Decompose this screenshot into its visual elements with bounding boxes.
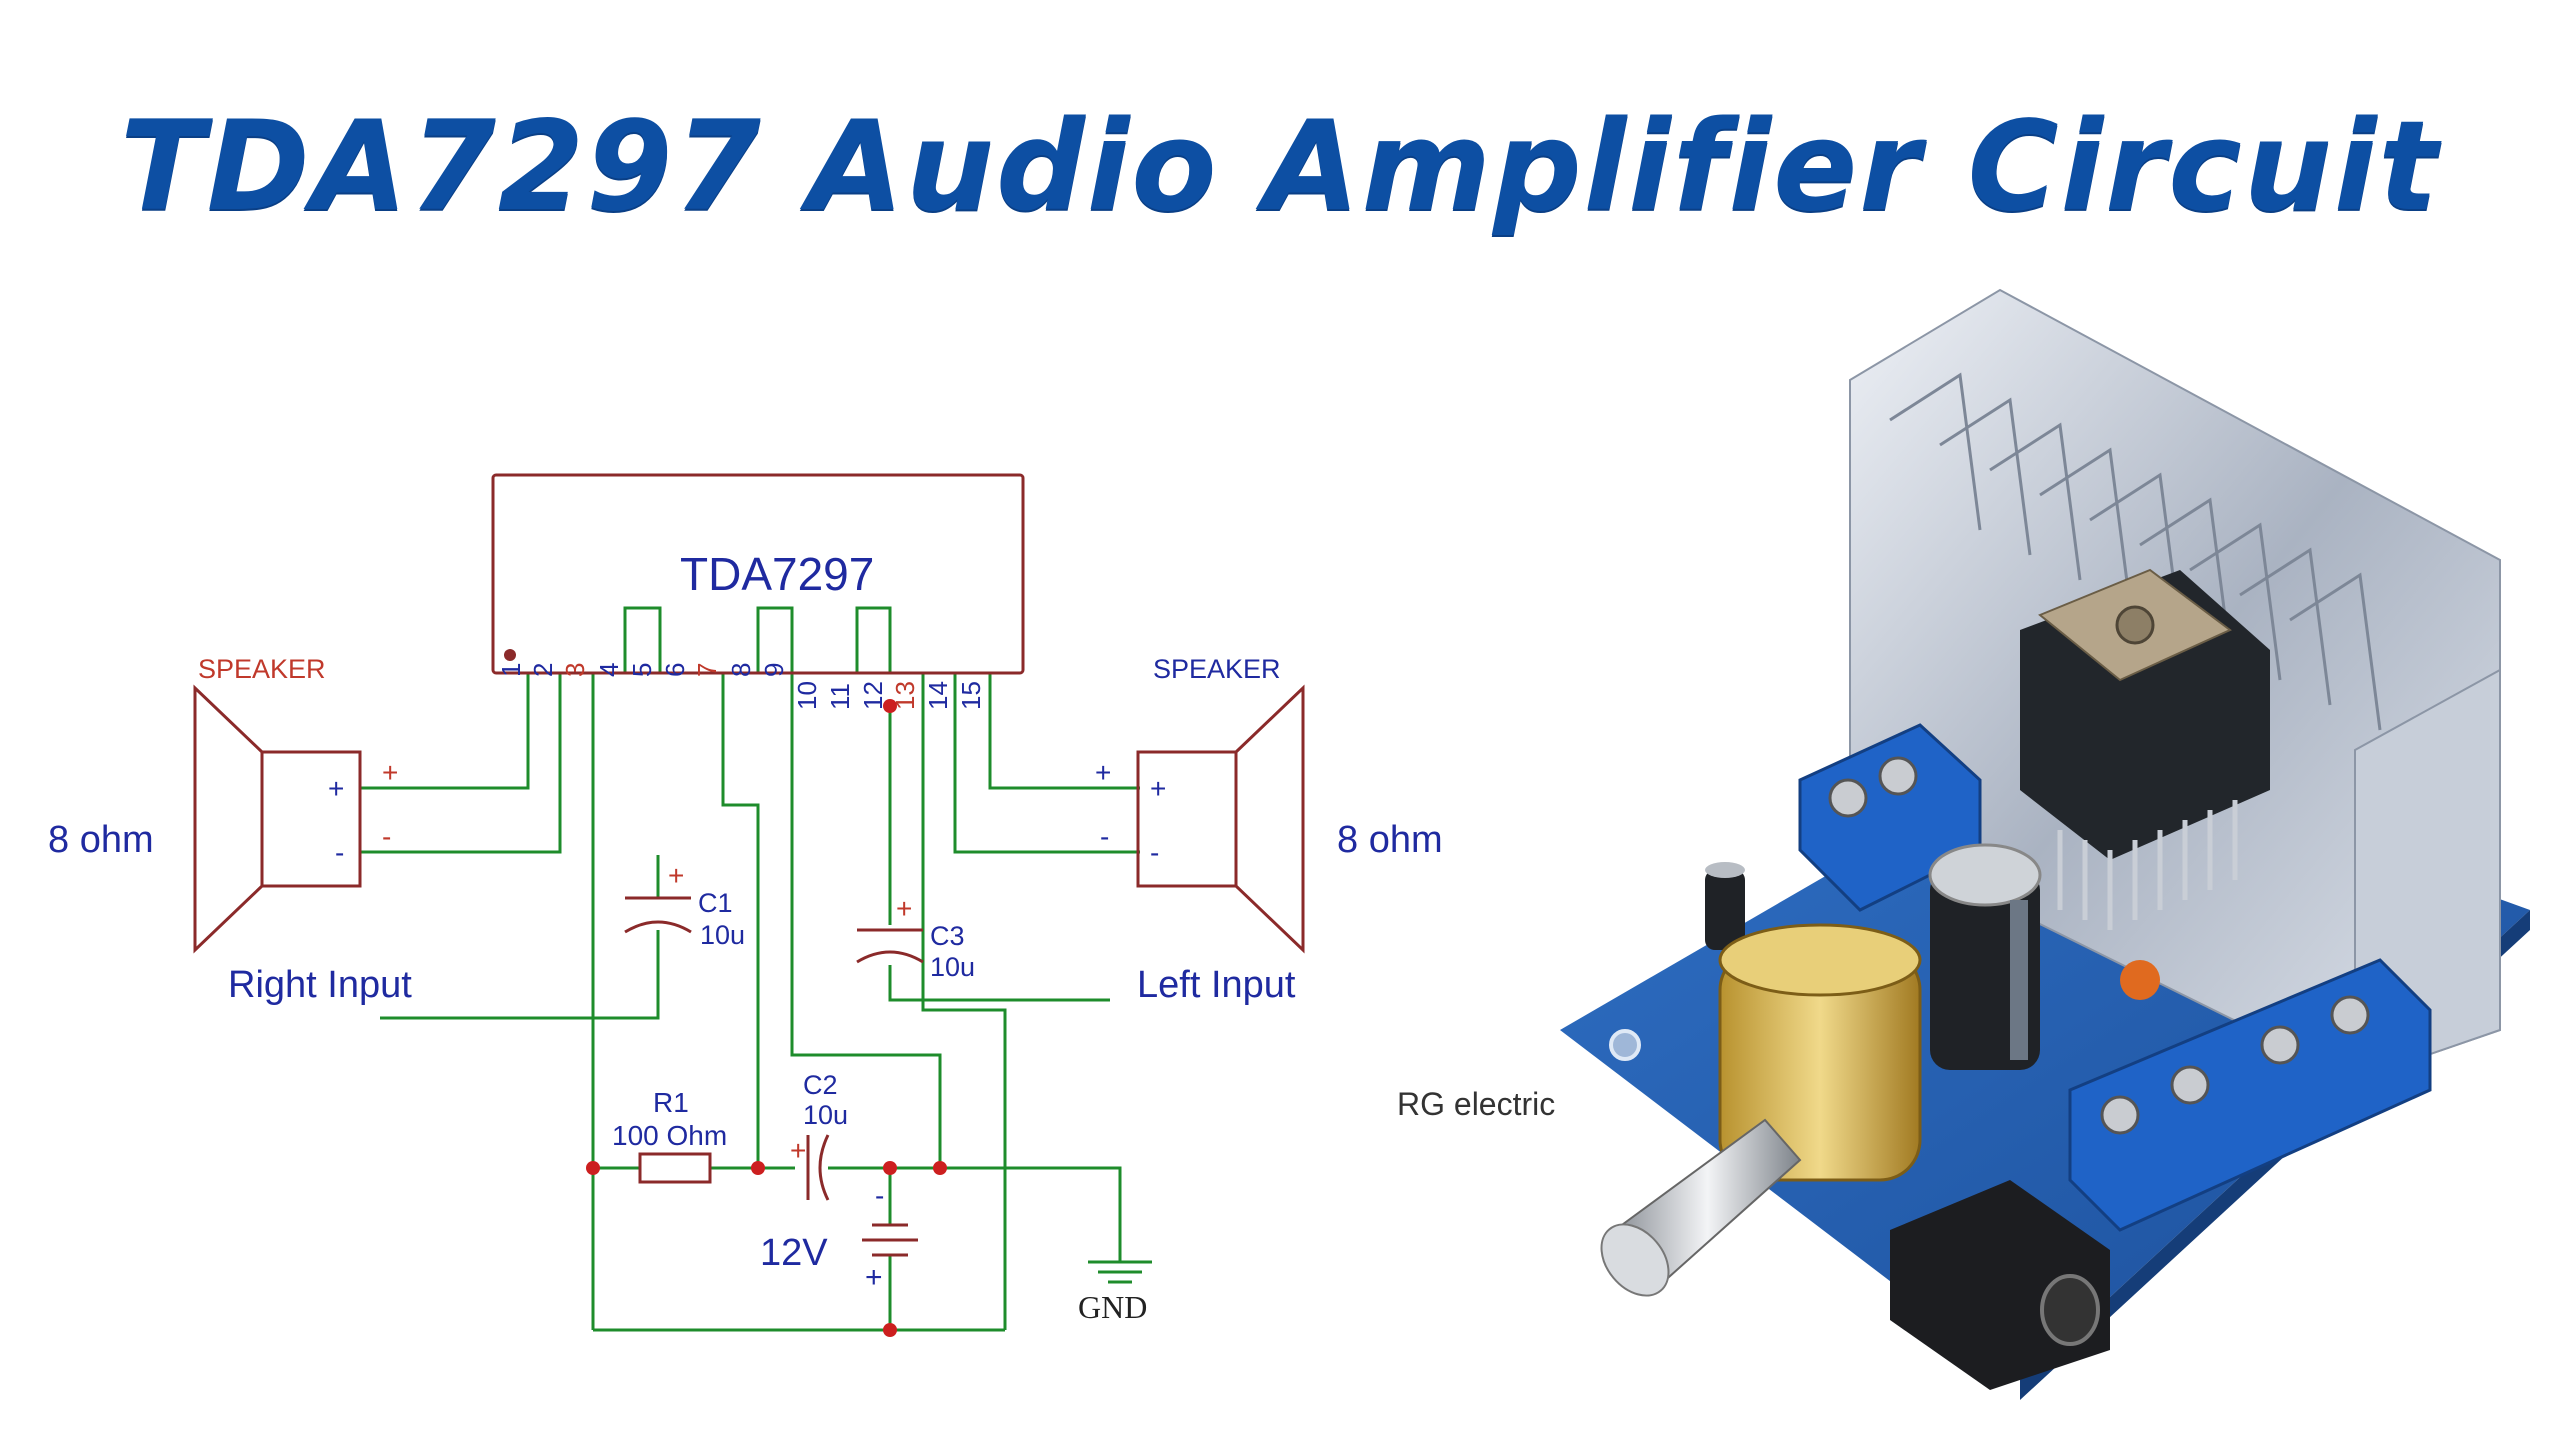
c3-name: C3: [930, 921, 965, 951]
pin-number: 1: [496, 663, 526, 677]
speaker-left-icon: [193, 684, 362, 954]
pin1-dot: [504, 649, 516, 661]
speaker-right-plus-wire: +: [1095, 757, 1111, 788]
page-title: TDA7297 Audio Amplifier Circuit: [120, 95, 2440, 239]
c1-value: 10u: [700, 920, 745, 950]
c1-name: C1: [698, 888, 733, 918]
speaker-right-icon: [1136, 684, 1305, 954]
ic-body: [491, 473, 1025, 675]
battery-minus: -: [875, 1180, 884, 1211]
electrolytic-capacitor-icon: [1928, 843, 2042, 1070]
c3-value: 10u: [930, 952, 975, 982]
r1-name: R1: [653, 1087, 689, 1118]
battery-plus: +: [865, 1261, 883, 1294]
pin-number: 6: [660, 663, 690, 677]
audio-jack-icon: [1890, 1180, 2110, 1390]
capacitor-c1-icon: [624, 896, 692, 934]
pin-number: 8: [726, 663, 756, 677]
speaker-left-minus-wire: -: [382, 821, 391, 852]
mounting-hole: [1609, 1029, 1641, 1061]
c1-polarity: +: [668, 860, 684, 891]
c2-value: 10u: [803, 1100, 848, 1130]
speaker-right-label: SPEAKER: [1153, 654, 1281, 684]
resistor-r1-icon: [638, 1152, 712, 1184]
wires: [360, 606, 1140, 1332]
speaker-left-minus-inner: -: [335, 837, 344, 868]
left-input-label: Left Input: [1137, 964, 1296, 1006]
pin-number: 15: [956, 681, 986, 710]
ceramic-capacitor-icon: [2120, 960, 2160, 1000]
speaker-right-plus-inner: +: [1150, 773, 1166, 804]
potentiometer-icon: [1600, 923, 1922, 1297]
credit-label: RG electric: [1397, 1086, 1556, 1122]
small-capacitor-icon: [1705, 862, 1745, 950]
pin-numbers: 1 2 3 4 5 6 7 8 9 10 11 12 13 14 15: [496, 663, 986, 710]
r1-value: 100 Ohm: [612, 1120, 727, 1151]
battery-icon: [862, 1223, 918, 1257]
pin-number: 7: [692, 663, 722, 677]
pin-number: 5: [627, 663, 657, 677]
junction-dots: [586, 699, 947, 1337]
capacitor-c2-icon: [806, 1134, 830, 1201]
pin-number: 3: [560, 663, 590, 677]
circuit-schematic: TDA7297 1 2 3 4 5 6 7 8 9 10 11 12 13 14…: [48, 473, 1443, 1337]
speaker-left-plus-wire: +: [382, 757, 398, 788]
screw-terminal-output-icon: [2068, 958, 2432, 1232]
pin-number: 2: [528, 663, 558, 677]
tda7297-chip-icon: [2020, 568, 2270, 930]
amplifier-board-photo: [1560, 288, 2530, 1400]
c3-polarity: +: [896, 893, 912, 924]
pin-number: 4: [594, 663, 624, 677]
speaker-right-minus-inner: -: [1150, 837, 1159, 868]
pin-number: 11: [825, 683, 855, 710]
battery-voltage-label: 12V: [760, 1232, 828, 1274]
speaker-left-plus-inner: +: [328, 773, 344, 804]
ground-icon: [1088, 1260, 1152, 1284]
c2-name: C2: [803, 1070, 838, 1100]
right-input-label: Right Input: [228, 964, 412, 1006]
pin-number: 12: [858, 681, 888, 710]
speaker-left-impedance: 8 ohm: [48, 819, 154, 861]
speaker-left-label: SPEAKER: [198, 654, 326, 684]
pin-number: 9: [759, 663, 789, 677]
pin-number: 10: [792, 681, 822, 710]
ground-label: GND: [1078, 1289, 1147, 1325]
capacitor-c3-icon: [856, 928, 924, 964]
ic-label: TDA7297: [680, 548, 874, 600]
speaker-right-minus-wire: -: [1100, 821, 1109, 852]
speaker-right-impedance: 8 ohm: [1337, 819, 1443, 861]
c2-polarity: +: [790, 1135, 806, 1166]
pin-number: 14: [923, 681, 953, 710]
